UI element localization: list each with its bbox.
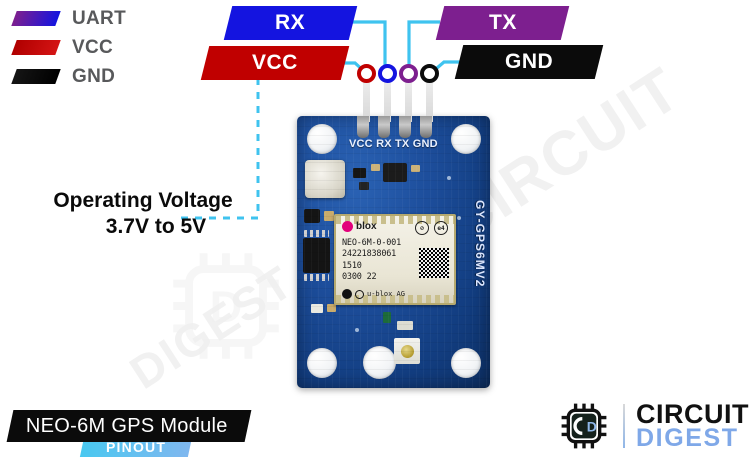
chip-manufacturer: u-blox AG [367,290,405,298]
callout-tx-label: TX [488,11,517,34]
no-wash-icon: ⊘ [415,221,429,235]
e4-mark-icon: e4 [434,221,448,235]
smd-resistor-3 [411,165,420,172]
pin-wire-gnd [426,80,433,122]
legend-item-uart: UART [11,6,126,31]
legend-label-vcc: VCC [72,36,114,58]
ublox-neo6m-chip: blox ⊘ e4 NEO-6M-0-001 24221838061 1510 … [334,214,456,305]
logo-wordmark: CIRCUIT DIGEST [636,398,749,452]
chip-serial: 24221838061 [342,249,397,260]
logo-text-circuit: CIRCUIT [636,398,749,429]
battery-component [305,160,345,198]
board-via-2 [457,216,461,220]
chip-lot-code: 0300 22 [342,271,377,282]
legend: UART VCC GND [11,6,126,93]
chip-pads-top [336,216,454,224]
chip-logo-icon: D [561,403,607,449]
smd-resistor-1 [353,168,366,178]
legend-swatch-vcc [11,40,61,55]
chip-date-code: 1510 [342,260,362,271]
legend-swatch-uart [11,11,61,26]
smd-resistor-left [324,211,334,221]
smd-resistor-2 [371,164,380,171]
callout-vcc-label: VCC [252,51,298,74]
smd-resistor-bottomleft [327,304,336,312]
pin-connector-gnd[interactable] [420,64,439,83]
callout-tx[interactable]: TX [435,6,570,40]
eeprom-pins-bottom [304,274,329,281]
operating-voltage-line2: 3.7V to 5V [105,215,207,239]
header-pin-vcc [357,116,369,138]
ufl-center-pin [400,344,414,358]
board-side-marking: GY-GPS6MV2 [473,200,487,288]
smd-resistor-bottom-2 [397,321,413,330]
callout-rx[interactable]: RX [223,6,358,40]
svg-text:D: D [210,281,242,332]
callout-gnd[interactable]: GND [454,45,604,79]
header-pin-rx [378,116,390,138]
header-pin-gnd [420,116,432,138]
header-pin-tx [399,116,411,138]
smd-resistor-4 [359,182,369,190]
ublox-brand: blox [342,221,377,232]
mounting-hole-tl [307,124,337,154]
ublox-brand-text: blox [356,221,377,232]
callout-rx-label: RX [275,11,306,34]
ufl-antenna-connector[interactable] [394,338,420,364]
logo-text-digest: DIGEST [636,423,739,452]
callout-gnd-label: GND [504,50,554,73]
pin-wire-rx [384,80,391,122]
svg-text:D: D [587,419,597,435]
legend-item-vcc: VCC [11,35,126,60]
footer-title: NEO-6M GPS Module [26,414,228,437]
board-via-1 [447,176,451,180]
legend-label-uart: UART [72,7,126,29]
chip-datamatrix-code [419,248,449,278]
mounting-hole-tr [451,124,481,154]
status-led [311,304,323,313]
smd-capacitor-left [304,209,320,223]
smd-ic-1 [383,163,407,182]
callout-vcc[interactable]: VCC [200,46,350,80]
chip-dot-outline [355,289,364,299]
mounting-hole-br [451,348,481,378]
pin-connector-vcc[interactable] [357,64,376,83]
pin-wire-vcc [363,80,370,122]
smd-resistor-bottom-1 [383,312,391,323]
legend-item-gnd: GND [11,64,126,89]
footer-title-banner: NEO-6M GPS Module [6,410,252,442]
chip-dot-filled [342,289,352,299]
logo-divider [623,404,625,448]
board-via-4 [355,328,359,332]
pin-connector-rx[interactable] [378,64,397,83]
legend-swatch-gnd [11,69,61,84]
chip-certification-marks: ⊘ e4 [415,221,448,235]
chip-footer: u-blox AG [342,289,405,299]
mounting-hole-bl [307,348,337,378]
circuit-digest-logo[interactable]: D CIRCUIT DIGEST [556,398,749,454]
mounting-hole-bc [363,346,396,379]
chip-part-number: NEO-6M-0-001 [342,238,402,248]
operating-voltage-line1: Operating Voltage [53,189,233,212]
neo6m-gps-board[interactable]: VCC RX TX GND GY-GPS6MV2 blox [297,116,490,388]
eeprom-ic [303,238,330,273]
chip-markings: NEO-6M-0-001 24221838061 1510 0300 22 [342,238,401,283]
pin-connector-tx[interactable] [399,64,418,83]
legend-label-gnd: GND [72,65,116,87]
board-silkscreen-pin-labels: VCC RX TX GND [349,138,438,150]
chip-pads-bottom [336,295,454,303]
eeprom-pins-top [304,230,329,237]
watermark-chip-icon: D [173,253,279,359]
operating-voltage-annotation: Operating Voltage 3.7V to 5V [18,188,268,241]
pin-wire-tx [405,80,412,122]
ublox-logo-dot [342,221,353,232]
